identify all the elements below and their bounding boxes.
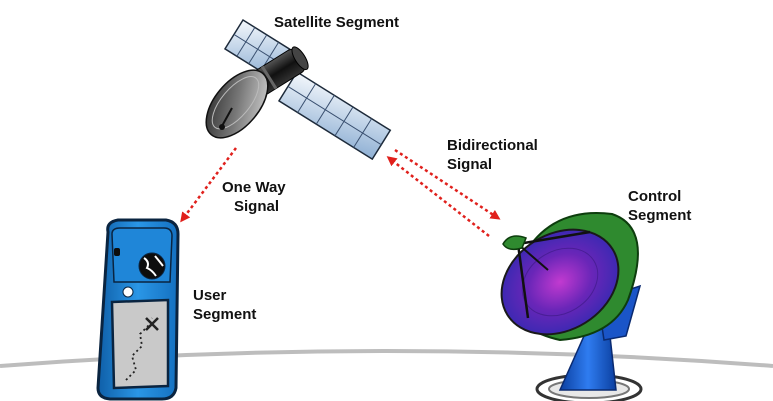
one-way-signal-arrow [180,147,237,223]
satellite-segment-label: Satellite Segment [274,13,399,32]
one-way-text: One Way [222,179,286,196]
bidirectional-text: Bidirectional [447,137,538,154]
one-way-signal-text: Signal [234,198,280,215]
user-segment-label: User Segment [193,286,256,324]
satellite-icon [205,18,392,161]
bidirectional-signal-label: Bidirectional Signal [447,136,538,174]
control-segment-label: Control Segment [628,187,691,225]
control-text: Control [628,188,682,205]
satellite-dish-icon [500,212,643,401]
one-way-signal-label: One Way Signal [222,178,286,216]
satellite-segment-text: Satellite Segment [274,14,400,31]
user-text: User [193,287,227,304]
bidirectional-signal-text: Signal [447,156,493,173]
bidirectional-signal-arrow-down [394,148,501,220]
user-segment-text: Segment [193,306,257,323]
gps-receiver-icon [96,218,180,401]
control-segment-text: Segment [628,207,692,224]
